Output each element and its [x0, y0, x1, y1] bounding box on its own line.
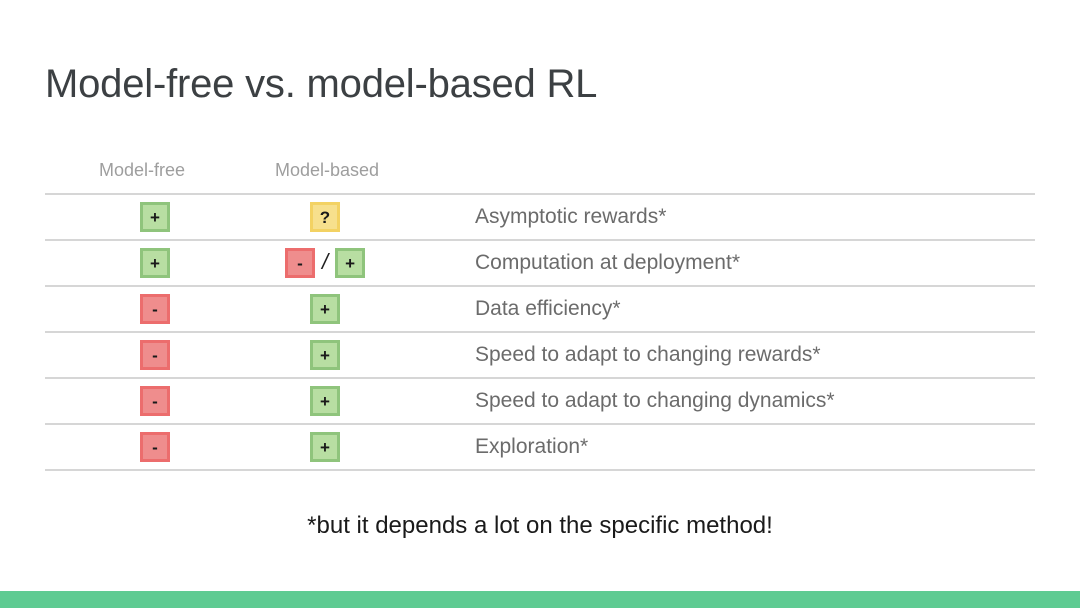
cell-based: ? [275, 195, 375, 239]
row-label: Speed to adapt to changing rewards* [475, 343, 821, 366]
row-label: Exploration* [475, 435, 589, 458]
row-label: Speed to adapt to changing dynamics* [475, 389, 835, 412]
table-divider [45, 285, 1035, 287]
badge-minus: - [140, 340, 170, 370]
footnote: *but it depends a lot on the specific me… [307, 512, 773, 539]
row-label: Data efficiency* [475, 297, 621, 320]
badge-plus: + [335, 248, 366, 278]
table-row: - + Speed to adapt to changing dynamics* [45, 379, 1035, 423]
table-divider [45, 377, 1035, 379]
badge-plus: + [310, 340, 340, 370]
badge-minus: - [140, 294, 170, 324]
table-divider [45, 239, 1035, 241]
table-row: +? Asymptotic rewards* [45, 195, 1035, 239]
table-row: - + Data efficiency* [45, 287, 1035, 331]
badge-question: ? [310, 202, 340, 232]
column-header-model-based: Model-based [275, 160, 380, 180]
cell-free: + [105, 195, 205, 239]
table-divider [45, 331, 1035, 333]
cell-free: + [105, 241, 205, 285]
cell-based: + [275, 425, 375, 469]
badge-separator: / [321, 249, 329, 274]
cell-free: - [105, 287, 205, 331]
badge-minus: - [284, 248, 315, 278]
table-row: - + Exploration* [45, 425, 1035, 469]
cell-based: + [275, 287, 375, 331]
badge-plus: + [310, 294, 340, 324]
cell-based: + [275, 379, 375, 423]
table-header-row: Model-free Model-based [45, 160, 1035, 193]
badge-minus: - [140, 432, 170, 462]
table-divider [45, 423, 1035, 425]
cell-based: + [275, 333, 375, 377]
comparison-table: Model-free Model-based +? Asymptotic rewa… [45, 160, 1035, 471]
cell-free: - [105, 333, 205, 377]
table-row: +-/+Computation at deployment* [45, 241, 1035, 285]
badge-minus: - [140, 386, 170, 416]
badge-plus: + [140, 248, 170, 278]
cell-based: -/+ [275, 241, 375, 285]
table-divider [45, 469, 1035, 471]
badge-plus: + [310, 386, 340, 416]
bottom-accent-bar [0, 591, 1080, 608]
row-label: Asymptotic rewards* [475, 205, 667, 228]
table-divider [45, 193, 1035, 195]
column-header-model-free: Model-free [99, 160, 186, 180]
cell-free: - [105, 425, 205, 469]
badge-plus: + [310, 432, 340, 462]
badge-plus: + [140, 202, 170, 232]
page-title: Model-free vs. model-based RL [45, 62, 598, 106]
cell-free: - [105, 379, 205, 423]
row-label: Computation at deployment* [475, 251, 740, 274]
table-body: +?Asymptotic rewards*+-/+Computation at … [45, 193, 1035, 471]
table-row: - + Speed to adapt to changing rewards* [45, 333, 1035, 377]
